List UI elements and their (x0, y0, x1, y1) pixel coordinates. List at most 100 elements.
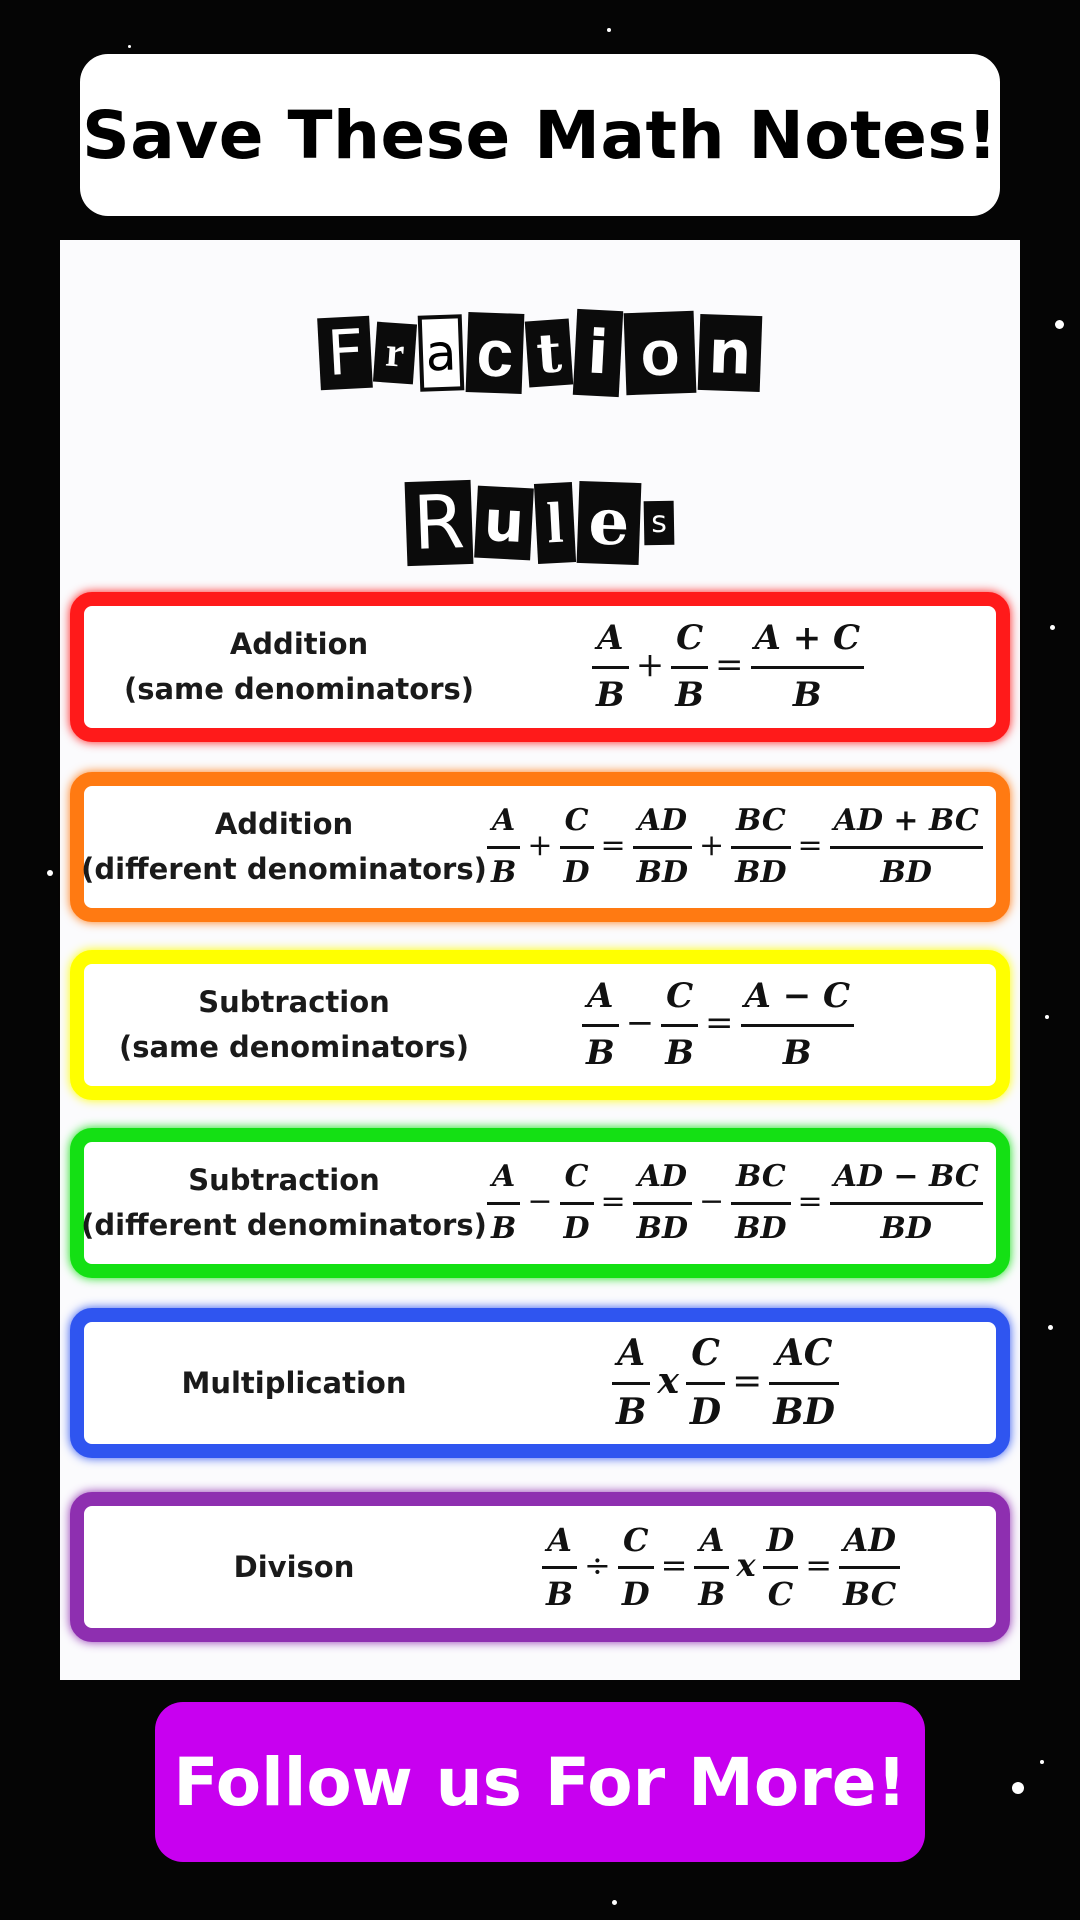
fraction-bar (542, 1565, 578, 1569)
title-rules-letter: u (474, 485, 534, 561)
header-title: Save These Math Notes! (82, 96, 998, 174)
title-fraction-letter: c (465, 312, 525, 394)
fraction-numerator: BC (735, 803, 786, 838)
fraction: BC BD (731, 803, 791, 890)
rule-label-line1: Addition (229, 627, 369, 662)
title-fraction-letter: n (697, 313, 763, 393)
title-fraction-letter: t (524, 318, 574, 388)
header-banner: Save These Math Notes! (80, 54, 1000, 216)
fraction-numerator: A (699, 1520, 725, 1559)
fraction-numerator: AC (775, 1332, 833, 1375)
fraction-numerator: D (766, 1520, 795, 1559)
star-decoration (607, 28, 611, 32)
fraction-denominator: B (698, 1574, 726, 1613)
rule-label: Addition (same denominators) (84, 606, 514, 728)
fraction-denominator: BD (636, 854, 689, 890)
operator: ÷ (584, 1546, 611, 1584)
fraction-denominator: D (563, 1210, 590, 1246)
fraction-numerator: A − C (744, 976, 851, 1017)
rule-label-line2: (different denominators) (81, 852, 487, 886)
title-fraction-letter: o (623, 310, 697, 396)
title-fraction-letter: i (572, 308, 624, 398)
fraction-bar (559, 1201, 594, 1205)
fraction-bar (661, 1023, 698, 1027)
star-decoration (47, 870, 53, 876)
rule-label-line2: (same denominators) (123, 672, 475, 706)
rule-label-line2: (different denominators) (81, 1208, 487, 1242)
fraction-denominator: B (616, 1390, 647, 1433)
rule-label-line1: Subtraction (188, 1163, 380, 1198)
operator: = (705, 1003, 734, 1043)
fraction-denominator: B (675, 674, 704, 715)
operator: + (635, 645, 665, 685)
operator: = (600, 1183, 626, 1219)
rule-label-line1: Divison (233, 1549, 355, 1584)
star-decoration (612, 1900, 617, 1905)
rule-label-line1: Addition (214, 807, 354, 842)
operator: − (699, 1183, 725, 1219)
fraction-numerator: A (492, 1159, 516, 1194)
star-decoration (1012, 1782, 1024, 1794)
fraction-denominator: B (586, 1032, 615, 1073)
operator: = (732, 1360, 763, 1402)
operator: − (625, 1003, 655, 1043)
rule-label: Divison (84, 1506, 504, 1628)
title-rules-letter: s (643, 500, 675, 546)
fraction-bar (487, 845, 521, 849)
title-fraction-letter: r (372, 321, 418, 385)
fraction-denominator: BC (843, 1574, 897, 1613)
follow-button[interactable]: Follow us For More! (155, 1702, 925, 1862)
title-rules-letter: l (533, 482, 577, 564)
fraction-denominator: BD (735, 1210, 787, 1246)
fraction-bar (617, 1565, 654, 1569)
fraction-bar (839, 1565, 901, 1569)
fraction-bar (731, 1201, 791, 1205)
operator: x (657, 1360, 679, 1402)
operator: = (797, 827, 823, 863)
fraction-bar (671, 665, 708, 669)
rule-label-line1: Subtraction (198, 985, 390, 1020)
fraction-numerator: AD (843, 1520, 896, 1559)
operator: − (527, 1183, 553, 1219)
rule-label: Subtraction (different denominators) (81, 1142, 487, 1264)
fraction-bar (769, 1381, 839, 1385)
fraction-bar (750, 665, 865, 669)
operator: = (797, 1183, 823, 1219)
operator: = (805, 1546, 833, 1584)
fraction-denominator: BD (735, 854, 787, 890)
fraction-denominator: B (546, 1574, 574, 1613)
fraction-bar (612, 1381, 651, 1385)
title-fraction-letter: a (417, 314, 465, 392)
fraction-bar (731, 845, 791, 849)
fraction-bar (829, 1201, 983, 1205)
operator: + (527, 827, 553, 863)
rule-label: Multiplication (84, 1322, 504, 1444)
operator: = (715, 645, 744, 685)
fraction-bar (740, 1023, 855, 1027)
fraction-numerator: AD + BC (833, 803, 979, 838)
